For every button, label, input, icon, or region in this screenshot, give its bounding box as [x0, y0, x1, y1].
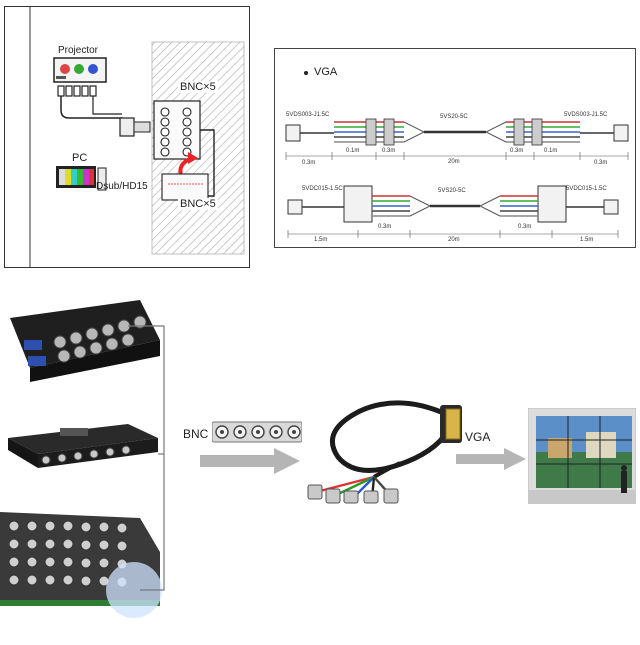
pc-label: PC	[72, 152, 88, 164]
bottom-length: 20m	[448, 237, 460, 243]
bnc-bottom-label: BNC×5	[178, 198, 218, 210]
bottom-length: 1.5m	[314, 237, 328, 243]
dsub-label: Dsub/HD15	[96, 181, 148, 192]
bottom-right-part: 5VDC015-1.5C	[566, 186, 607, 192]
top-right-part: 5VDS003-J1.5C	[564, 112, 608, 118]
top-length: 0.3m	[594, 160, 608, 166]
video-wall-display	[527, 407, 637, 505]
bottom-left-part: 5VDC015-1.5C	[302, 186, 343, 192]
top-length: 0.3m	[510, 148, 524, 154]
vga-spec-drawing	[274, 48, 636, 248]
bnc-strip	[211, 420, 303, 444]
device-photos	[0, 290, 170, 640]
device-photos-drawing	[0, 300, 165, 618]
bnc-top-label: BNC×5	[178, 81, 218, 93]
wall-plate-drawing	[4, 6, 250, 268]
flow-arrow	[200, 448, 300, 474]
bottom-length: 0.3m	[378, 224, 392, 230]
top-length: 0.1m	[346, 148, 360, 154]
flow-arrow	[456, 448, 526, 470]
bottom-length: 1.5m	[580, 237, 594, 243]
bottom-length: 0.3m	[518, 224, 532, 230]
top-length: 0.3m	[302, 160, 316, 166]
top-length: 20m	[448, 159, 460, 165]
top-length: 0.1m	[544, 148, 558, 154]
top-left-part: 5VDS003-J1.5C	[286, 112, 330, 118]
bnc-vga-cable	[300, 395, 470, 505]
top-length: 0.3m	[382, 148, 396, 154]
vga-spec-title: VGA	[314, 66, 338, 78]
vga-label: VGA	[465, 430, 491, 444]
bnc-label: BNC	[183, 427, 209, 441]
wall-plate-diagram: Projector PC Dsub/HD15 BNC×5 BNC×5	[4, 6, 250, 268]
vga-spec-diagram: VGA 5VDS003-J1.5C 5VS20-5C 5VDS003-J1.5C…	[274, 48, 636, 248]
projector-label: Projector	[58, 45, 99, 56]
bottom-middle-part: 5VS20-5C	[438, 188, 466, 194]
top-middle-part: 5VS20-5C	[440, 114, 468, 120]
